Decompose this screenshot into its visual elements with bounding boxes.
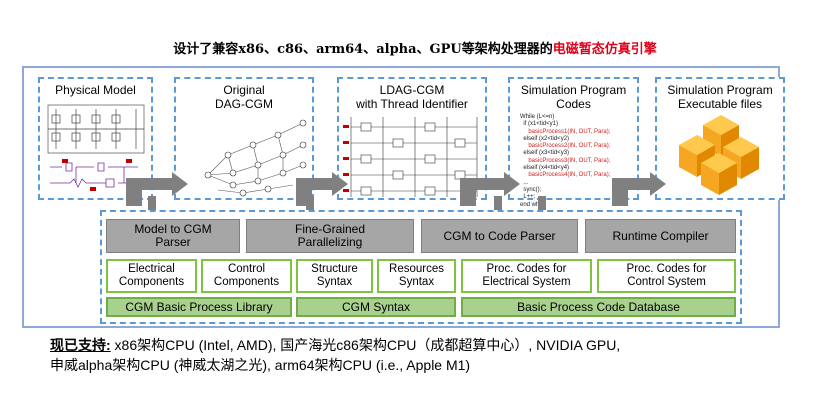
title-prefix: 设计了兼容x86、c86、arm64、alpha、GPU等架构处理器的 bbox=[173, 42, 553, 57]
code-line: While (L<=n) bbox=[520, 114, 555, 120]
code-line: elseif (x3<tid<y3) bbox=[520, 150, 570, 157]
panel-executable-files: Simulation Program Executable files bbox=[655, 77, 785, 200]
page-title: 设计了兼容x86、c86、arm64、alpha、GPU等架构处理器的电磁暂态仿… bbox=[0, 38, 830, 57]
component-resources-syntax: Resources Syntax bbox=[377, 259, 456, 293]
code-line: basicProcess4(IN, OUT, Para); bbox=[520, 172, 611, 179]
component-electrical: Electrical Components bbox=[106, 259, 197, 293]
code-line: ... bbox=[520, 179, 529, 186]
panel-original-dag-cgm: Original DAG-CGM bbox=[174, 77, 314, 200]
supported-platforms: 现已支持: x86架构CPU (Intel, AMD), 国产海光c86架构CP… bbox=[50, 335, 810, 375]
panel-title: Simulation Program Executable files bbox=[667, 83, 773, 111]
panel-title: Simulation Program Codes bbox=[520, 83, 627, 111]
code-line: L++; bbox=[520, 194, 536, 201]
library-cgm-basic: CGM Basic Process Library bbox=[106, 297, 292, 317]
arrow-physical-to-dag bbox=[126, 172, 188, 206]
code-line: if (x1<tid<y1) bbox=[520, 121, 559, 128]
stage-cgm-to-code: CGM to Code Parser bbox=[421, 219, 578, 253]
code-line: elseif (x2<tid<y2) bbox=[520, 135, 570, 142]
library-cgm-syntax: CGM Syntax bbox=[296, 297, 456, 317]
code-line: basicProcess2(IN, OUT, Para); bbox=[520, 143, 611, 150]
component-proc-electrical: Proc. Codes for Electrical System bbox=[461, 259, 592, 293]
library-code-database: Basic Process Code Database bbox=[461, 297, 736, 317]
stage-model-to-cgm: Model to CGM Parser bbox=[106, 219, 240, 253]
stage-runtime-compiler: Runtime Compiler bbox=[585, 219, 736, 253]
code-line: basicProcess3(IN, OUT, Para); bbox=[520, 157, 611, 164]
support-label: 现已支持: bbox=[50, 337, 111, 353]
component-structure-syntax: Structure Syntax bbox=[296, 259, 373, 293]
component-control: Control Components bbox=[201, 259, 292, 293]
title-highlight: 电磁暂态仿真引擎 bbox=[552, 42, 657, 57]
pseudo-code-block: While (L<=n) if (x1<tid<y1) basicProcess… bbox=[520, 114, 610, 209]
support-line-2: 申威alpha架构CPU (神威太湖之光), arm64架构CPU (i.e.,… bbox=[50, 357, 471, 373]
arrow-ldag-to-codes bbox=[460, 172, 520, 206]
panel-physical-model: Physical Model bbox=[38, 77, 153, 200]
support-line-1: x86架构CPU (Intel, AMD), 国产海光c86架构CPU（成都超算… bbox=[110, 337, 621, 353]
panel-title: LDAG-CGM with Thread Identifier bbox=[356, 83, 468, 111]
panel-title: Original DAG-CGM bbox=[215, 83, 273, 111]
stage-fine-grained: Fine-Grained Parallelizing bbox=[246, 219, 414, 253]
dag-graph-icon bbox=[204, 119, 307, 197]
code-line: sync(); bbox=[520, 186, 542, 193]
arrow-dag-to-ldag bbox=[296, 172, 348, 206]
panel-simulation-codes: Simulation Program Codes While (L<=n) if… bbox=[508, 77, 639, 208]
thread-graph-icon bbox=[343, 117, 478, 197]
code-line: basicProcess1(IN, OUT, Para); bbox=[520, 128, 611, 135]
component-proc-control: Proc. Codes for Control System bbox=[597, 259, 736, 293]
code-line: elseif (x4<tid<y4) bbox=[520, 165, 570, 172]
arrow-codes-to-exe bbox=[612, 172, 666, 206]
panel-title: Physical Model bbox=[55, 83, 136, 97]
